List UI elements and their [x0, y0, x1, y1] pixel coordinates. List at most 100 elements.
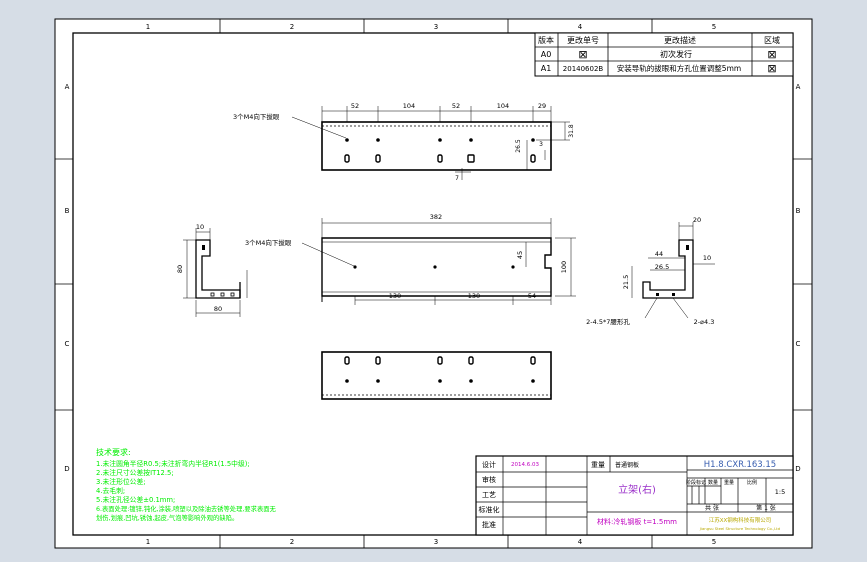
- zone-top-1: 1: [146, 23, 150, 31]
- tb-company-cn: 江苏XX钢构科技有限公司: [709, 516, 772, 524]
- zone-top-5: 5: [712, 23, 716, 31]
- zone-right-D: D: [795, 465, 800, 473]
- zone-left-C: C: [65, 340, 70, 348]
- right-dim-265: 26.5: [655, 263, 669, 271]
- top-side-dim-265: 26.5: [515, 139, 522, 153]
- tb-label-design: 设计: [482, 460, 496, 469]
- tb-label-standard: 标准化: [479, 505, 500, 514]
- bottom-view-slots: [344, 356, 536, 365]
- left-dim-80-width: 80: [214, 305, 222, 313]
- right-note-holes: 2-⌀4.3: [694, 318, 715, 326]
- zone-bottom-1: 1: [146, 538, 150, 546]
- tb-mini-qty: 数量: [708, 479, 718, 486]
- tech-req-line-3: 3.未注形位公差;: [96, 477, 146, 486]
- top-view-slots: [344, 154, 536, 163]
- left-profile: [195, 239, 241, 299]
- top-dim-1: 52: [351, 102, 359, 110]
- tb-part-name: 立架(右): [618, 483, 656, 496]
- tech-req-title: 技术要求:: [96, 447, 131, 457]
- zone-top-2: 2: [290, 23, 294, 31]
- rev-row1-desc: 初次发行: [660, 49, 692, 59]
- tb-label-process: 工艺: [482, 491, 496, 499]
- tb-design-date: 2014.6.03: [511, 462, 539, 468]
- top-bottom-dim-7: 7: [455, 175, 459, 182]
- bottom-view-outline: [321, 351, 552, 400]
- zone-right-B: B: [796, 207, 801, 215]
- zone-bottom-2: 2: [290, 538, 294, 546]
- tb-sheet-total: 共 张: [705, 504, 719, 512]
- rev-row1-version: A0: [541, 50, 552, 59]
- right-dim-10: 10: [703, 254, 711, 262]
- front-view-holes: [353, 265, 515, 269]
- revision-table: 版本 更改单号 更改描述 区域 A0 ⊠ 初次发行 ⊠ A1 20140602B…: [534, 32, 794, 77]
- title-block: 设计 审核 工艺 标准化 批准 重量 普通钢板 阶段标记 数量 重量 比例 1:…: [475, 455, 794, 536]
- tb-material: 材料:冷轧钢板 t=1.5mm: [597, 517, 677, 526]
- front-bottom-dim-3: 54: [528, 292, 536, 300]
- front-dim-length: 382: [430, 213, 442, 221]
- technical-requirements: 技术要求: 1.未注圆角半径R0.5;未注折弯内半径R1(1.5中级); 2.未…: [96, 447, 277, 522]
- rev-header-desc: 更改描述: [664, 35, 696, 45]
- tb-label-review: 审核: [482, 475, 496, 484]
- top-dim-5: 29: [538, 102, 546, 110]
- top-view: 52 104 52 104 29 31.8 26.5 3 7 3个M4向下拔眼: [233, 102, 575, 182]
- zone-left-D: D: [64, 465, 69, 473]
- front-bottom-dim-1: 130: [389, 292, 401, 300]
- tb-sheet-index: 第 1 张: [756, 504, 776, 512]
- bottom-view: [321, 351, 552, 400]
- front-dim-height: 100: [560, 261, 568, 273]
- zone-bottom-3: 3: [434, 538, 438, 546]
- right-dim-215: 21.5: [622, 275, 630, 289]
- rev-row1-order: ⊠: [578, 48, 587, 61]
- rev-row2-version: A1: [541, 64, 552, 73]
- top-dim-2: 104: [403, 102, 415, 110]
- zone-right-A: A: [796, 83, 801, 91]
- rev-header-version: 版本: [538, 35, 554, 45]
- zone-ticks: [55, 19, 812, 548]
- zone-bottom-4: 4: [578, 538, 583, 546]
- tech-req-line-4: 4.去毛刺;: [96, 486, 125, 495]
- rev-row2-order: 20140602B: [563, 65, 604, 73]
- tech-req-line-1: 1.未注圆角半径R0.5;未注折弯内半径R1(1.5中级);: [96, 459, 250, 468]
- tb-mini-weight: 重量: [724, 479, 734, 486]
- tech-req-line-5: 5.未注孔径公差±0.1mm;: [96, 495, 175, 504]
- tb-company-en: Jiangsu Steel Structure Technology Co.,L…: [699, 526, 781, 531]
- left-dim-80-height: 80: [176, 265, 184, 273]
- right-dim-20: 20: [693, 216, 701, 224]
- top-view-note: 3个M4向下拔眼: [233, 112, 280, 121]
- zone-left-A: A: [65, 83, 70, 91]
- tb-mini-scale: 比例: [747, 479, 757, 486]
- rev-header-zone: 区域: [764, 35, 780, 45]
- top-side-dim-318: 31.8: [568, 124, 575, 138]
- zone-right-C: C: [796, 340, 801, 348]
- right-profile: [642, 239, 694, 299]
- top-side-dim-3: 3: [539, 141, 543, 148]
- zone-labels: 1 2 3 4 5 1 2 3 4 5 A B C D A B C D: [64, 23, 800, 546]
- top-view-outline: [321, 121, 552, 171]
- tech-req-line-2: 2.未注尺寸公差按IT12.5;: [96, 468, 174, 477]
- top-dim-3: 52: [452, 102, 460, 110]
- tb-mini-stage: 阶段标记: [686, 479, 706, 486]
- tech-req-line-6: 6.表面处理:镀锌,钝化,涂装,喷塑以及除油去锈等处理,要求表面无: [96, 504, 277, 513]
- tb-drawing-number: H1.8.CXR.163.15: [704, 460, 776, 470]
- right-note-slots: 2-4.5*7腰形孔: [586, 318, 630, 326]
- tb-label-approve: 批准: [482, 520, 496, 529]
- top-dim-4: 104: [497, 102, 509, 110]
- front-view-note: 3个M4向下拔眼: [245, 238, 292, 247]
- zone-top-3: 3: [434, 23, 438, 31]
- rev-header-order: 更改单号: [567, 35, 599, 45]
- tb-material-code: 普通钢板: [615, 461, 639, 469]
- top-view-round-holes: [345, 138, 535, 142]
- rev-row2-desc: 安装导轨的拔眼和方孔位置调整5mm: [617, 63, 741, 73]
- left-dim-10: 10: [196, 223, 204, 231]
- right-dim-44: 44: [655, 250, 663, 258]
- right-side-view: 20 10 44 26.5 21.5 2-4.5*7腰形孔 2-⌀4.3: [586, 216, 715, 326]
- zone-left-B: B: [65, 207, 70, 215]
- front-dim-45: 45: [516, 251, 524, 259]
- left-side-view: 10 80 80: [176, 223, 248, 317]
- bottom-view-holes: [345, 379, 535, 383]
- tb-weight-label: 重量: [591, 461, 605, 469]
- tb-scale: 1:5: [775, 488, 785, 496]
- zone-top-4: 4: [578, 23, 583, 31]
